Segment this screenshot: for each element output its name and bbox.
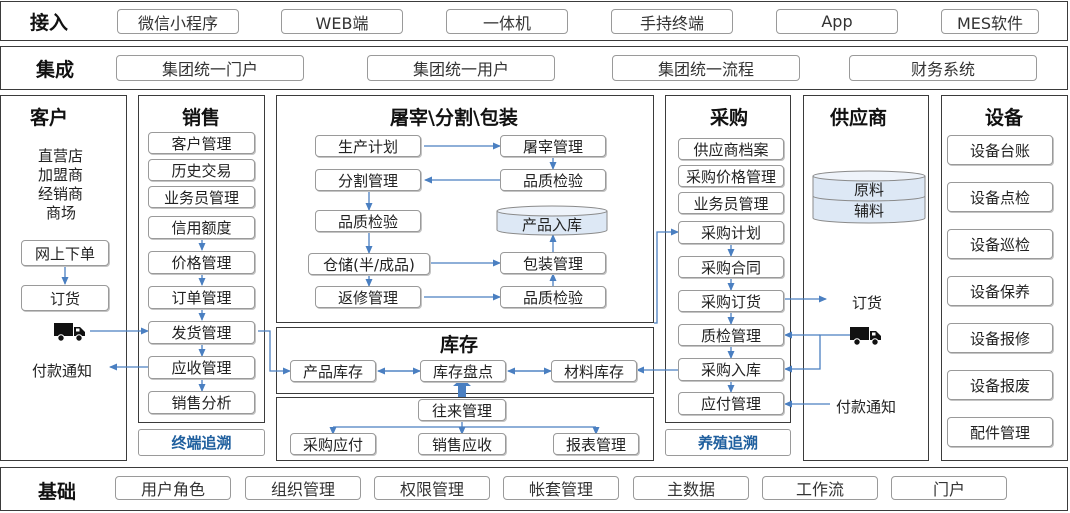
- integration-item-finance[interactable]: 财务系统: [849, 55, 1037, 81]
- foundation-portal[interactable]: 门户: [891, 476, 1007, 500]
- foundation-user-role[interactable]: 用户角色: [115, 476, 231, 500]
- supplier-payment-notice: 付款通知: [836, 398, 897, 416]
- supplier-profile[interactable]: 供应商档案: [678, 138, 784, 160]
- purchase-ordering[interactable]: 采购订货: [678, 290, 784, 312]
- access-item-web[interactable]: WEB端: [281, 9, 403, 34]
- purchase-price-mgmt[interactable]: 采购价格管理: [678, 165, 784, 187]
- access-item-kiosk[interactable]: 一体机: [446, 9, 568, 34]
- db-label-raw: 原料: [853, 181, 884, 199]
- processing-title: 屠宰\分割\包装: [390, 107, 518, 129]
- access-item-mes[interactable]: MES软件: [941, 9, 1039, 34]
- sales-history[interactable]: 历史交易: [148, 159, 255, 181]
- customer-type-direct: 直营店: [38, 147, 84, 165]
- purchase-plan[interactable]: 采购计划: [678, 221, 784, 244]
- foundation-permission-mgmt[interactable]: 权限管理: [374, 476, 490, 500]
- customer-type-distributor: 经销商: [38, 185, 84, 203]
- purchasing-title: 采购: [710, 107, 749, 129]
- access-label: 接入: [30, 12, 69, 34]
- equipment-repair[interactable]: 设备报修: [947, 323, 1053, 353]
- breeding-trace-button[interactable]: 养殖追溯: [665, 429, 791, 456]
- sales-receivable[interactable]: 销售应收: [418, 433, 506, 455]
- integration-item-user[interactable]: 集团统一用户: [367, 55, 555, 81]
- storage-semi-finished[interactable]: 仓储(半/成品): [308, 253, 430, 275]
- purchase-salesperson-mgmt[interactable]: 业务员管理: [678, 192, 784, 214]
- integration-label: 集成: [36, 59, 75, 81]
- stocktaking[interactable]: 库存盘点: [420, 360, 506, 382]
- customer-payment-notice: 付款通知: [32, 362, 93, 380]
- purchase-warehousing[interactable]: 采购入库: [678, 358, 784, 381]
- quality-check-left[interactable]: 品质检验: [315, 210, 421, 232]
- equipment-title: 设备: [985, 107, 1024, 129]
- customer-type-franchise: 加盟商: [38, 166, 84, 184]
- production-plan[interactable]: 生产计划: [315, 135, 421, 157]
- material-stock[interactable]: 材料库存: [551, 360, 637, 382]
- spare-parts-mgmt[interactable]: 配件管理: [947, 417, 1053, 447]
- access-item-wechat[interactable]: 微信小程序: [117, 9, 239, 34]
- foundation-label: 基础: [38, 481, 77, 503]
- cutting-mgmt[interactable]: 分割管理: [315, 169, 421, 191]
- purchase-contract[interactable]: 采购合同: [678, 256, 784, 278]
- customer-title: 客户: [30, 107, 69, 129]
- integration-item-portal[interactable]: 集团统一门户: [116, 55, 304, 81]
- packaging-mgmt[interactable]: 包装管理: [500, 252, 606, 274]
- sales-credit-limit[interactable]: 信用额度: [148, 216, 255, 239]
- equipment-patrol[interactable]: 设备巡检: [947, 229, 1053, 259]
- equipment-maintenance[interactable]: 设备保养: [947, 276, 1053, 306]
- stock-up-arrow: [453, 378, 471, 397]
- online-order-button[interactable]: 网上下单: [21, 240, 109, 266]
- integration-item-workflow[interactable]: 集团统一流程: [612, 55, 800, 81]
- product-stock[interactable]: 产品库存: [290, 360, 376, 382]
- equipment-ledger[interactable]: 设备台账: [947, 135, 1053, 165]
- supplier-panel: [803, 95, 929, 461]
- rework-mgmt[interactable]: 返修管理: [315, 286, 421, 308]
- sales-analysis[interactable]: 销售分析: [148, 391, 255, 414]
- purchase-payable[interactable]: 采购应付: [290, 433, 376, 455]
- db-label-aux: 辅料: [853, 202, 884, 220]
- accounts-mgmt[interactable]: 往来管理: [418, 399, 506, 421]
- sales-title: 销售: [182, 107, 221, 129]
- supplier-title: 供应商: [830, 107, 888, 129]
- quality-check-upper[interactable]: 品质检验: [500, 169, 606, 191]
- equipment-scrap[interactable]: 设备报废: [947, 370, 1053, 400]
- sales-salesperson-mgmt[interactable]: 业务员管理: [148, 186, 255, 208]
- sales-shipping-mgmt[interactable]: 发货管理: [148, 321, 255, 344]
- sales-customer-mgmt[interactable]: 客户管理: [148, 132, 255, 154]
- customer-truck-icon: [54, 322, 86, 342]
- raw-material-db: 原料 辅料: [812, 170, 926, 225]
- customer-type-mall: 商场: [46, 204, 77, 222]
- supplier-truck-icon: [850, 326, 882, 346]
- product-warehousing-db[interactable]: 产品入库: [496, 205, 608, 237]
- quality-check-lower[interactable]: 品质检验: [500, 286, 606, 308]
- foundation-org-mgmt[interactable]: 组织管理: [245, 476, 361, 500]
- terminal-trace-button[interactable]: 终端追溯: [138, 429, 265, 456]
- product-warehousing-label: 产品入库: [521, 216, 582, 234]
- foundation-master-data[interactable]: 主数据: [633, 476, 749, 500]
- foundation-ledger-mgmt[interactable]: 帐套管理: [503, 476, 619, 500]
- supplier-order: 订货: [852, 294, 883, 312]
- customer-order-button[interactable]: 订货: [21, 285, 109, 311]
- sales-price-mgmt[interactable]: 价格管理: [148, 251, 255, 274]
- access-item-handheld[interactable]: 手持终端: [611, 9, 733, 34]
- sales-order-mgmt[interactable]: 订单管理: [148, 286, 255, 309]
- access-item-app[interactable]: App: [776, 9, 898, 34]
- sales-receivable-mgmt[interactable]: 应收管理: [148, 356, 255, 379]
- foundation-workflow[interactable]: 工作流: [762, 476, 878, 500]
- equipment-spot-check[interactable]: 设备点检: [947, 182, 1053, 212]
- slaughter-mgmt[interactable]: 屠宰管理: [500, 135, 606, 157]
- report-mgmt[interactable]: 报表管理: [553, 433, 639, 455]
- payable-mgmt[interactable]: 应付管理: [678, 392, 784, 415]
- inventory-title: 库存: [440, 334, 479, 356]
- qc-mgmt[interactable]: 质检管理: [678, 324, 784, 346]
